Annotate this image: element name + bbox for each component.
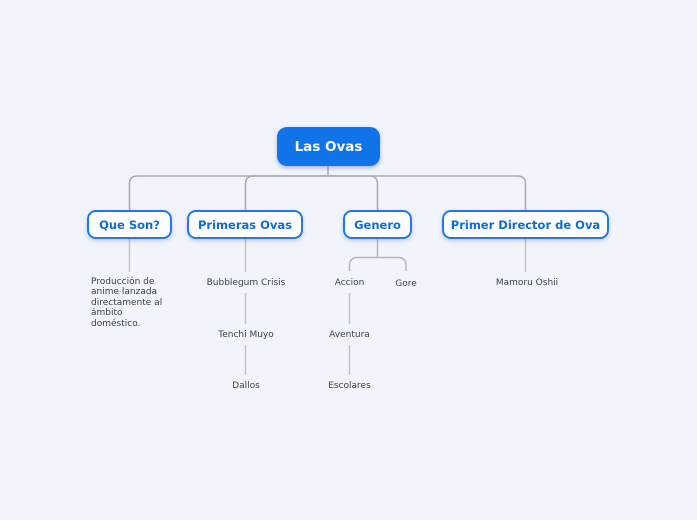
subtopic-gore[interactable]: Gore: [395, 279, 417, 289]
connector-subtopic-chains: [128, 239, 527, 375]
subtopic-bubblegum-crisis[interactable]: Bubblegum Crisis: [206, 278, 286, 288]
subtopic-escolares[interactable]: Escolares: [328, 381, 371, 391]
connector-genero-to-children: [348, 239, 407, 271]
topic-que-son-label: Que Son?: [99, 217, 160, 232]
subtopic-mamoru-oshii[interactable]: Mamoru Oshii: [495, 278, 559, 288]
topic-primer-director-label: Primer Director de Ova: [450, 217, 601, 232]
topic-primeras-ovas-label: Primeras Ovas: [198, 217, 292, 232]
root-topic-label: Las Ovas: [294, 138, 363, 155]
subtopic-accion[interactable]: Accion: [334, 278, 365, 288]
root-topic-las-ovas[interactable]: Las Ovas: [277, 127, 380, 166]
topic-genero[interactable]: Genero: [343, 210, 412, 239]
topic-primeras-ovas[interactable]: Primeras Ovas: [187, 210, 303, 239]
subtopic-produccion-description[interactable]: Producción de anime lanzada directamente…: [91, 277, 163, 329]
topic-que-son[interactable]: Que Son?: [87, 210, 172, 239]
subtopic-dallos[interactable]: Dallos: [232, 381, 260, 391]
subtopic-aventura[interactable]: Aventura: [329, 330, 370, 340]
connector-root-to-children: [128, 166, 527, 210]
subtopic-tenchi-muyo[interactable]: Tenchi Muyo: [218, 330, 274, 340]
topic-primer-director-de-ova[interactable]: Primer Director de Ova: [442, 210, 609, 239]
topic-genero-label: Genero: [354, 217, 401, 232]
